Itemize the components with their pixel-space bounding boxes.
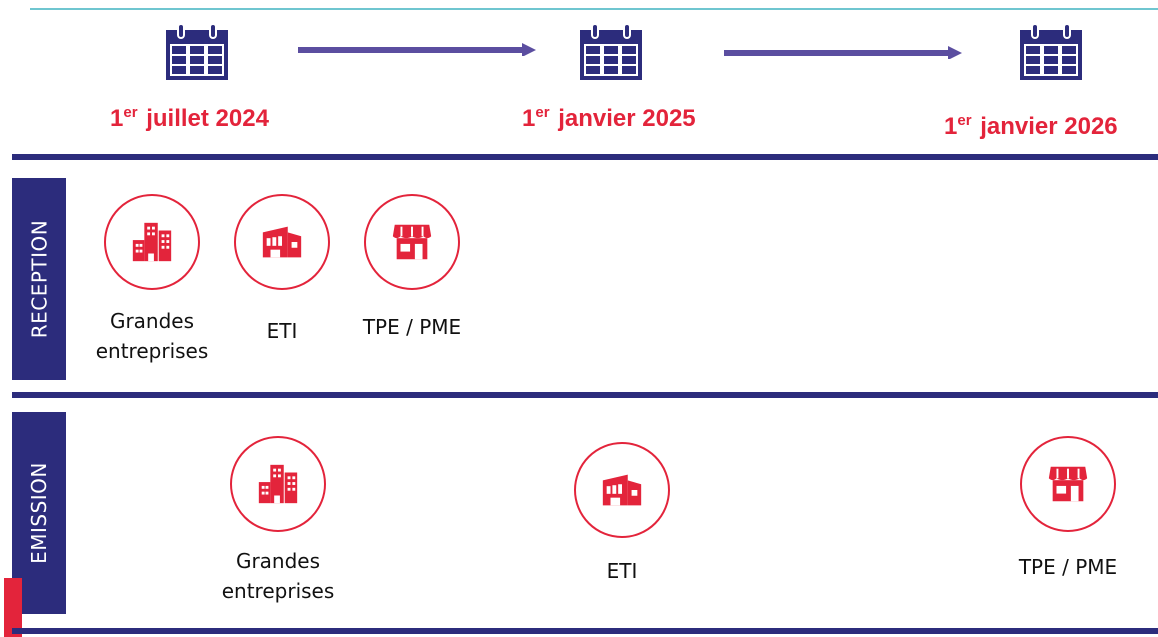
date-label: 1er juillet 2024 <box>110 104 269 132</box>
shop-icon <box>1045 461 1091 507</box>
top-accent-line <box>30 8 1158 10</box>
calendar-icon <box>164 22 230 82</box>
large-companies-badge <box>230 436 326 532</box>
divider-line <box>12 392 1158 398</box>
calendar-icon <box>578 22 644 82</box>
factory-icon <box>259 219 305 265</box>
date-label: 1er janvier 2025 <box>522 104 696 132</box>
large-companies-badge <box>104 194 200 290</box>
entity-label: TPE / PME <box>362 315 462 339</box>
shop-icon <box>389 219 435 265</box>
divider-line <box>12 154 1158 160</box>
sme-badge <box>1020 436 1116 532</box>
date-label: 1er janvier 2026 <box>944 112 1118 140</box>
entity-label: ETI <box>266 319 298 343</box>
entity-label: Grandes entreprises <box>221 549 335 603</box>
sme-badge <box>364 194 460 290</box>
timeline-arrow <box>298 43 536 56</box>
eti-badge <box>234 194 330 290</box>
calendar-icon <box>1018 22 1084 82</box>
office-buildings-icon <box>129 219 175 265</box>
entity-label: TPE / PME <box>1018 555 1118 579</box>
divider-line <box>12 628 1158 634</box>
section-label-reception: RECEPTION <box>12 178 66 380</box>
office-buildings-icon <box>255 461 301 507</box>
timeline-arrow <box>724 46 962 59</box>
entity-label: ETI <box>606 559 638 583</box>
eti-badge <box>574 442 670 538</box>
red-edge-mark <box>4 578 22 637</box>
entity-label: Grandes entreprises <box>95 309 209 363</box>
factory-icon <box>599 467 645 513</box>
